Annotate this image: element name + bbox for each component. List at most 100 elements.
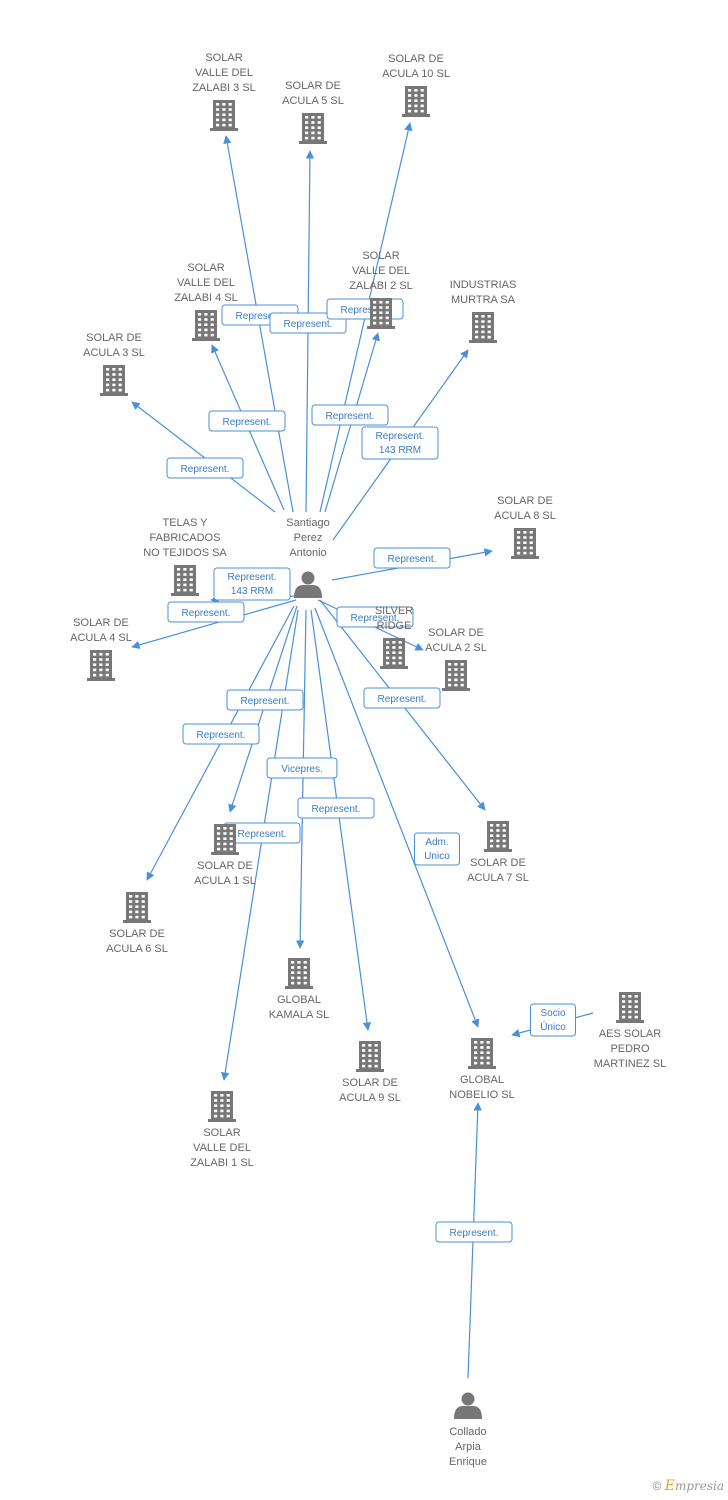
edge-label-santiago-to-solar-de-acula-7[interactable]: Represent.: [363, 687, 441, 709]
building-icon: [469, 312, 497, 343]
edge-label-box: [373, 547, 451, 569]
node-label-line: ACULA 6 SL: [106, 943, 168, 955]
node-label-line: ACULA 3 SL: [83, 347, 145, 359]
building-icon: [356, 1041, 384, 1072]
edge-label-santiago-to-solar-de-acula-1[interactable]: Represent.: [226, 689, 304, 711]
edge-label-santiago-to-solar-de-acula-8[interactable]: Represent.: [373, 547, 451, 569]
node-solar-de-acula-1[interactable]: SOLAR DE ACULA 1 SL: [194, 824, 256, 887]
node-label-line: Collado: [449, 1426, 486, 1438]
edge-label-text: Represent.: [326, 411, 375, 422]
edge-label-text: Represent.: [236, 311, 285, 322]
edge-label-box: [297, 797, 375, 819]
node-label-line: SOLAR DE: [197, 860, 253, 872]
edge-line-santiago-to-solar-de-acula-3: [131, 401, 276, 513]
brand-initial: E: [664, 1478, 675, 1494]
edge-label-santiago-to-solar-de-acula-6[interactable]: Represent.: [182, 723, 260, 745]
node-label-line: KAMALA SL: [269, 1009, 330, 1021]
node-solar-de-acula-3[interactable]: SOLAR DE ACULA 3 SL: [83, 332, 145, 396]
node-label-line: SOLAR DE: [470, 857, 526, 869]
node-label-line: MARTINEZ SL: [594, 1058, 667, 1070]
edge-label-collado-to-global-nobelio[interactable]: Represent.: [435, 1221, 513, 1243]
building-icon: [208, 1091, 236, 1122]
edge-label-text: Único: [540, 1020, 566, 1033]
person-icon: [294, 571, 322, 598]
edge-label-box: [363, 687, 441, 709]
node-solar-de-acula-7[interactable]: SOLAR DE ACULA 7 SL: [467, 821, 529, 884]
node-label-line: FABRICADOS: [150, 532, 221, 544]
node-label-line: VALLE DEL: [195, 67, 253, 79]
building-icon: [87, 650, 115, 681]
edge-label-text: Represent.: [378, 694, 427, 705]
building-icon: [171, 565, 199, 596]
node-label-line: ACULA 10 SL: [382, 68, 450, 80]
edge-label-santiago-to-solar-de-acula-4[interactable]: Represent.: [167, 601, 245, 623]
node-label-line: SOLAR: [187, 262, 224, 274]
edge-label-text: Represent.: [388, 554, 437, 565]
node-label-line: ACULA 1 SL: [194, 875, 256, 887]
node-label-line: SOLAR DE: [388, 53, 444, 65]
node-silver[interactable]: SILVER RIDGE: [375, 605, 413, 669]
node-solar-de-acula-10[interactable]: SOLAR DE ACULA 10 SL: [382, 53, 450, 117]
edge-label-box: [336, 606, 414, 628]
edge-label-text: 143 RRM: [231, 586, 273, 597]
edge-label-text: Represent.: [197, 730, 246, 741]
edge-label-santiago-to-solar-de-acula-9[interactable]: Represent.: [297, 797, 375, 819]
node-label-line: AES SOLAR: [599, 1028, 661, 1040]
edge-label-text: Represent.: [238, 829, 287, 840]
edge-label-santiago-to-solar-de-acula-3[interactable]: Represent.: [166, 457, 244, 479]
node-label-line: Antonio: [289, 547, 326, 559]
edge-label-santiago-to-global-kamala[interactable]: Vicepres.: [266, 757, 338, 779]
node-label-line: VALLE DEL: [193, 1142, 251, 1154]
edge-line-santiago-to-global-nobelio: [314, 607, 480, 1028]
edge-label-santiago-to-telas[interactable]: Represent.143 RRM: [213, 567, 291, 601]
edge-label-santiago-to-global-nobelio[interactable]: Adm.Unico: [414, 832, 460, 866]
edge-label-santiago-to-industrias-murtra[interactable]: Represent. 143 RRM: [361, 426, 439, 460]
node-label-line: ACULA 9 SL: [339, 1092, 401, 1104]
edge-label-santiago-to-solar-valle-del-zalabi-4[interactable]: Represent.: [208, 410, 286, 432]
edge-line-santiago-to-global-kamala: [295, 609, 307, 949]
node-label-line: SOLAR DE: [86, 332, 142, 344]
edge-label-santiago-to-solar-de-acula-2[interactable]: Represent.: [336, 606, 414, 628]
edge-label-text: 143 RRM: [379, 445, 421, 456]
edge-label-box: [311, 404, 389, 426]
node-label-line: SOLAR: [362, 250, 399, 262]
node-label-line: ZALABI 3 SL: [192, 82, 256, 94]
edge-labels-layer: Represent.Represent.Represent.Represent.…: [166, 298, 576, 1243]
building-icon: [442, 660, 470, 691]
node-label-line: Perez: [294, 532, 323, 544]
node-label-line: ACULA 7 SL: [467, 872, 529, 884]
node-label-line: RIDGE: [377, 620, 412, 632]
edge-label-text: Represent.: [341, 305, 390, 316]
edge-label-box: [435, 1221, 513, 1243]
brand-footer[interactable]: © Empresia: [653, 1478, 724, 1494]
edge-label-text: Represent.: [376, 431, 425, 442]
edge-label-santiago-to-solar-valle-del-zalabi-2[interactable]: Represent.: [311, 404, 389, 426]
edge-label-text: Represent.: [312, 804, 361, 815]
node-label-line: ZALABI 1 SL: [190, 1157, 254, 1169]
edge-label-box: [182, 723, 260, 745]
node-label-line: SILVER: [375, 605, 413, 617]
copyright-symbol: ©: [652, 1479, 662, 1493]
edge-label-text: Represent.: [450, 1228, 499, 1239]
edge-label-box: [208, 410, 286, 432]
